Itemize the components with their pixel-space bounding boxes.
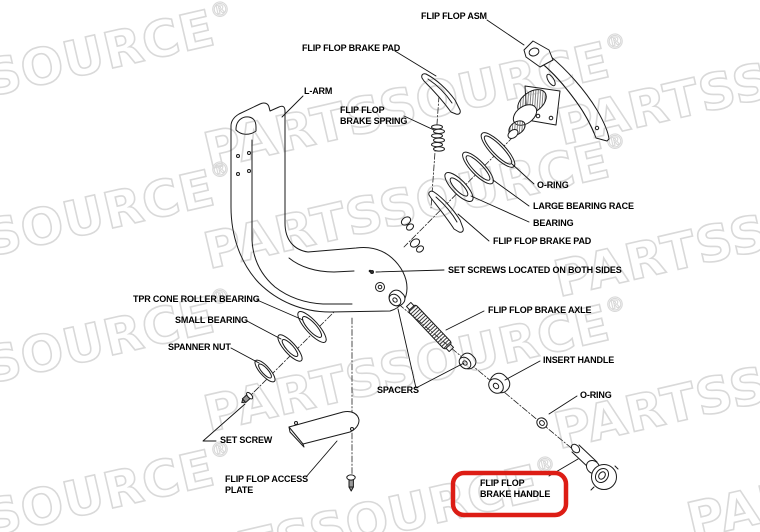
large-bearing-race-part — [462, 151, 494, 185]
l-arm-part — [230, 102, 408, 313]
set-screw-part — [241, 391, 254, 404]
plate-set-screw-part — [346, 474, 356, 492]
small-bearing-part — [277, 334, 303, 362]
brake-pad-top-part — [421, 73, 461, 115]
brake-axle-part — [405, 301, 455, 353]
access-plate-part — [288, 411, 360, 448]
highlight-box — [450, 470, 569, 518]
leader-lines — [202, 19, 579, 478]
bearing-part — [444, 172, 474, 202]
brake-pad-bottom-part — [400, 190, 464, 253]
o-ring-top-part — [480, 132, 516, 168]
spacer-2-part — [458, 352, 477, 370]
insert-handle-part — [488, 372, 511, 394]
spanner-nut-part — [254, 359, 276, 383]
brake-spring-part — [431, 124, 445, 152]
tpr-cone-roller-bearing-part — [297, 311, 327, 343]
spacer-1-part — [388, 289, 406, 307]
o-ring-bottom-part — [536, 417, 548, 429]
brake-handle-part — [570, 443, 619, 491]
flip-flop-asm-part — [507, 40, 610, 142]
